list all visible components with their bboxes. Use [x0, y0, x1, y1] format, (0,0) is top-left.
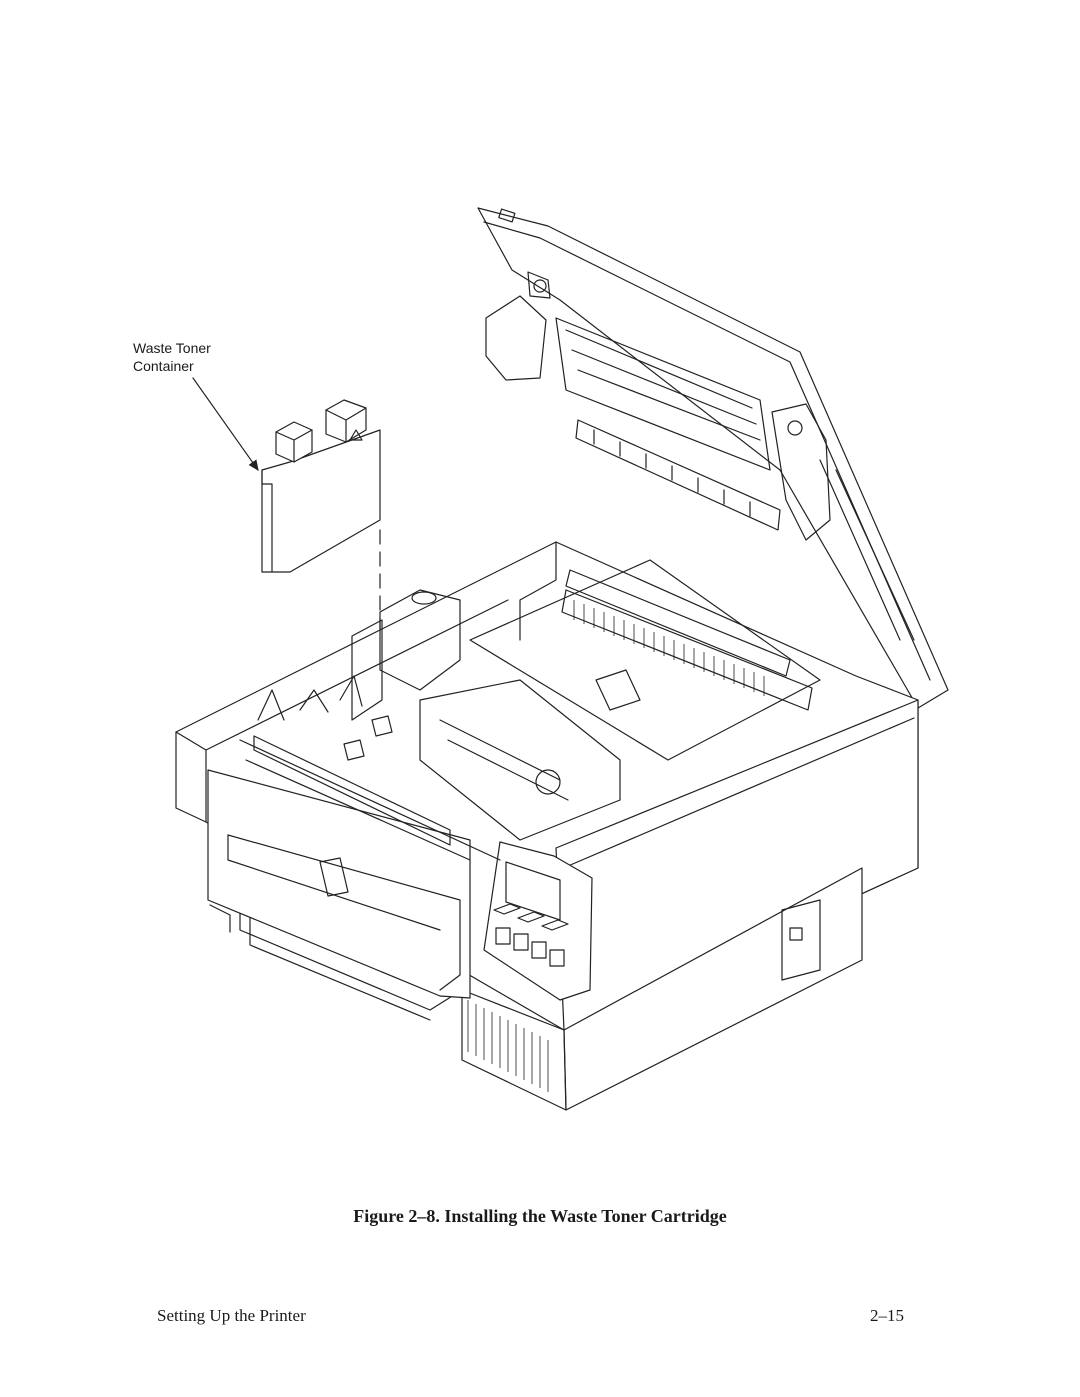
callout-label-line1: Waste Toner [133, 340, 211, 356]
callout-label: Waste Toner Container [133, 339, 211, 375]
footer-section-title: Setting Up the Printer [157, 1306, 306, 1325]
callout-arrow [192, 377, 259, 471]
printer-illustration [175, 207, 949, 1111]
footer-page-number: 2–15 [870, 1306, 904, 1325]
front-paper-tray [207, 769, 471, 999]
waste-toner-container [261, 399, 381, 701]
callout-label-line2: Container [133, 358, 194, 374]
printer-top-cover [477, 207, 949, 709]
control-panel [483, 841, 593, 1001]
printer-interior [239, 559, 821, 861]
figure-caption: Figure 2–8. Installing the Waste Toner C… [353, 1206, 727, 1226]
